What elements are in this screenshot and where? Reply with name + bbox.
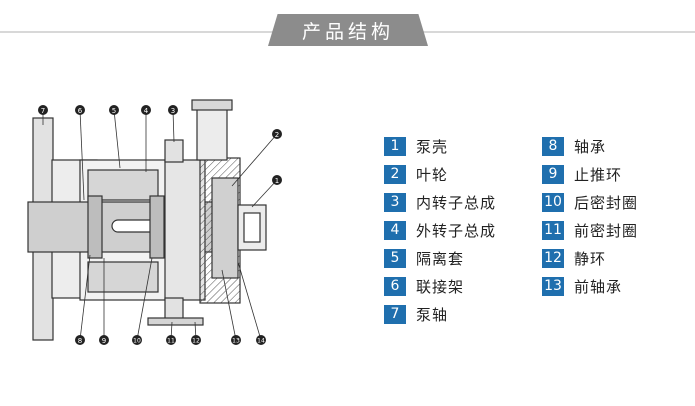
callout-label-5: 5	[112, 107, 116, 115]
callout-marker-10	[132, 335, 142, 345]
legend-item: 9 止推环	[542, 163, 622, 185]
callout-label-1: 1	[275, 177, 279, 185]
callout-label-14: 14	[257, 338, 265, 345]
outer-magnet-bottom	[87, 261, 159, 293]
legend-item: 11 前密封圈	[542, 219, 638, 241]
callout-label-11: 11	[167, 338, 175, 345]
callout-marker-11	[166, 335, 176, 345]
legend-label: 泵壳	[416, 137, 449, 156]
callout-label-12: 12	[192, 338, 200, 345]
casing-bottom-block	[164, 297, 184, 321]
discharge-flange	[191, 99, 233, 111]
legend-label: 轴承	[574, 137, 607, 156]
callout-label-6: 6	[78, 107, 83, 115]
legend-item: 5 隔离套	[384, 247, 464, 269]
legend-item: 4 外转子总成	[384, 219, 496, 241]
legend-label: 止推环	[574, 165, 623, 184]
legend-label: 外转子总成	[416, 221, 497, 240]
callout-marker-6	[75, 105, 85, 115]
callout-marker-13	[231, 335, 241, 345]
legend-label: 后密封圈	[574, 193, 639, 212]
legend-label: 前密封圈	[574, 221, 639, 240]
suction-bore	[243, 212, 261, 243]
casing-top-block	[164, 139, 184, 163]
legend-number-badge: 11	[542, 220, 564, 240]
pump-structure-diagram: 7 6 5 4 3 2 1 8 9 10 11 12 13 14	[27, 99, 282, 345]
callout-label-9: 9	[102, 337, 106, 345]
callout-marker-7	[38, 105, 48, 115]
callout-marker-9	[99, 335, 109, 345]
callout-label-3: 3	[171, 107, 175, 115]
legend-number-badge: 13	[542, 276, 564, 296]
legend-label: 静环	[574, 249, 607, 268]
bearing-right	[149, 195, 165, 259]
legend-number-badge: 3	[384, 192, 406, 212]
callout-label-13: 13	[232, 338, 240, 345]
legend-number-badge: 1	[384, 136, 406, 156]
callout-marker-5	[109, 105, 119, 115]
legend-label: 泵轴	[416, 305, 449, 324]
legend-number-badge: 2	[384, 164, 406, 184]
callout-label-10: 10	[133, 338, 141, 345]
legend-item: 7 泵轴	[384, 303, 448, 325]
callout-marker-8	[75, 335, 85, 345]
callout-label-2: 2	[275, 131, 279, 139]
page-title: 产品结构	[301, 20, 394, 43]
legend-number-badge: 6	[384, 276, 406, 296]
isolation-sleeve	[164, 159, 206, 301]
legend-number-badge: 12	[542, 248, 564, 268]
legend-number-badge: 7	[384, 304, 406, 324]
legend-number-badge: 5	[384, 248, 406, 268]
callout-marker-2	[272, 129, 282, 139]
legend-item: 3 内转子总成	[384, 191, 496, 213]
callout-label-4: 4	[144, 107, 149, 115]
discharge-nozzle	[196, 107, 228, 161]
callout-marker-14	[256, 335, 266, 345]
legend-item: 13 前轴承	[542, 275, 622, 297]
legend-item: 6 联接架	[384, 275, 464, 297]
legend-item: 1 泵壳	[384, 135, 448, 157]
callout-marker-3	[168, 105, 178, 115]
callout-marker-12	[191, 335, 201, 345]
legend-number-badge: 4	[384, 220, 406, 240]
header-tab: 产品结构	[268, 14, 428, 46]
callouts-bottom: 8 9 10 11 12 13 14	[75, 335, 266, 345]
base-plate	[147, 317, 204, 326]
callout-label-7: 7	[41, 107, 45, 115]
legend-number-badge: 8	[542, 136, 564, 156]
legend-label: 内转子总成	[416, 193, 497, 212]
legend-item: 10 后密封圈	[542, 191, 638, 213]
callout-label-8: 8	[78, 337, 82, 345]
legend-label: 隔离套	[416, 249, 465, 268]
legend-label: 前轴承	[574, 277, 623, 296]
legend-number-badge: 10	[542, 192, 564, 212]
legend-item: 2 叶轮	[384, 163, 448, 185]
legend-item: 12 静环	[542, 247, 606, 269]
callouts-top: 7 6 5 4 3 2 1	[38, 105, 282, 185]
legend-number-badge: 9	[542, 164, 564, 184]
impeller	[211, 177, 239, 279]
legend-label: 叶轮	[416, 165, 449, 184]
legend-item: 8 轴承	[542, 135, 606, 157]
callout-marker-1	[272, 175, 282, 185]
outer-magnet-top	[87, 169, 159, 201]
callout-marker-4	[141, 105, 151, 115]
legend-label: 联接架	[416, 277, 465, 296]
bearing-left	[87, 195, 103, 259]
